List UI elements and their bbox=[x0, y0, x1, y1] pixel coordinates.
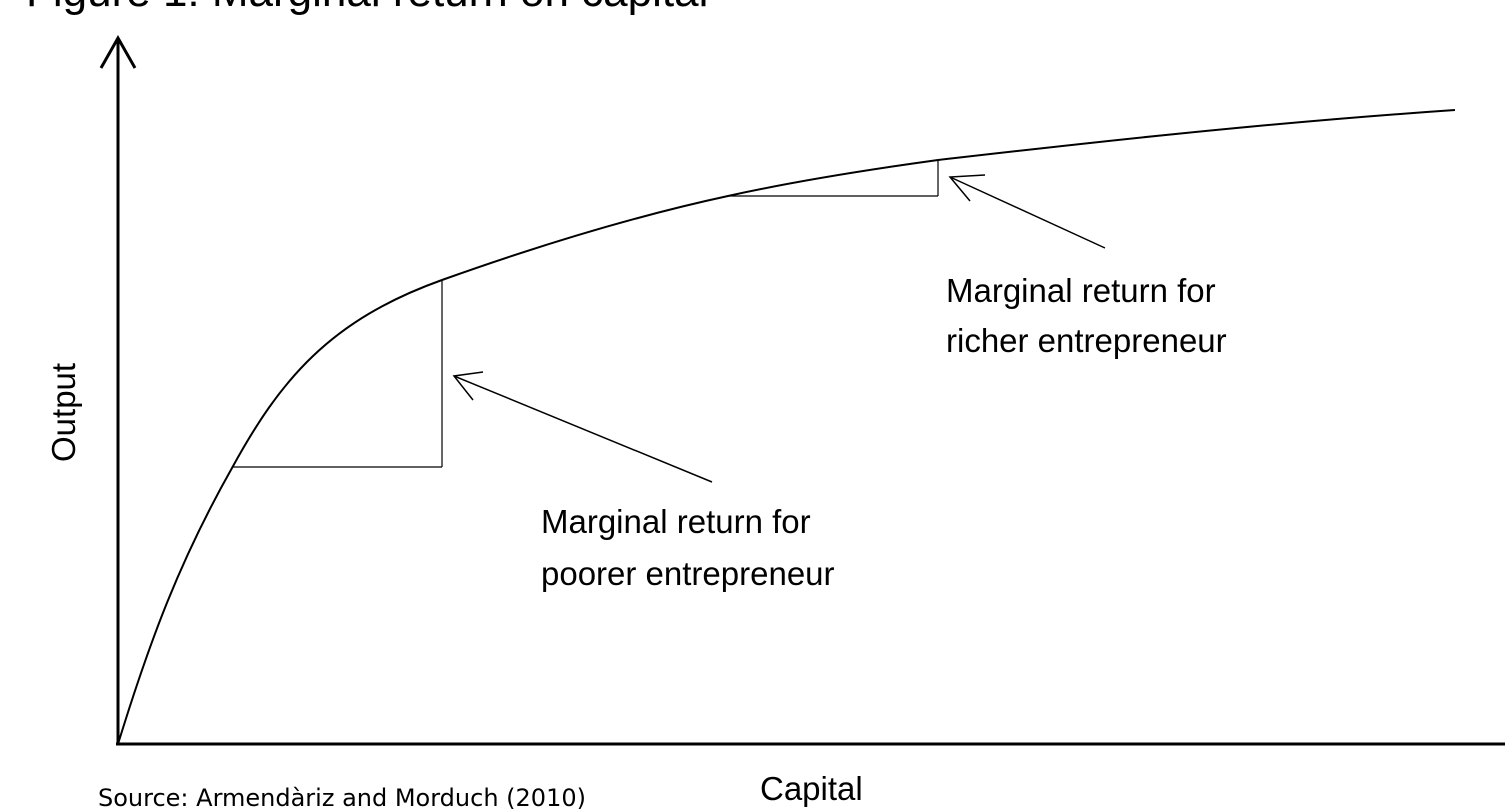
poorer-arrow bbox=[453, 375, 713, 483]
poorer-label-line2: poorer entrepreneur bbox=[541, 555, 835, 592]
richer-arrow-head bbox=[948, 174, 986, 202]
richer-label-line1: Marginal return for bbox=[946, 272, 1216, 309]
poorer-label-line1: Marginal return for bbox=[541, 503, 811, 540]
output-curve bbox=[117, 109, 1456, 745]
figure-title: Figure 1: Marginal return on capital bbox=[26, 0, 708, 14]
richer-arrow bbox=[949, 176, 1106, 249]
source-note: Source: Armendàriz and Morduch (2010) bbox=[98, 784, 586, 810]
x-axis-label: Capital bbox=[760, 770, 863, 807]
y-axis-arrowhead bbox=[99, 34, 137, 69]
poorer-arrow-head bbox=[452, 371, 484, 401]
y-axis-label: Output bbox=[45, 363, 82, 462]
richer-label-line2: richer entrepreneur bbox=[946, 322, 1227, 359]
